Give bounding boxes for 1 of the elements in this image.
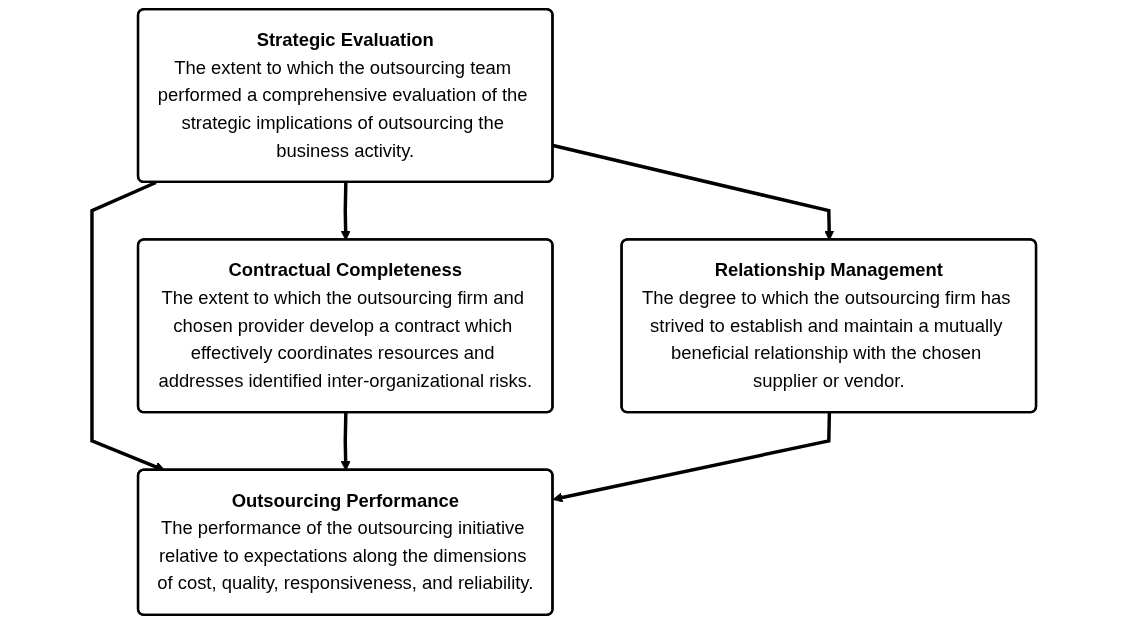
arrow [552,412,832,503]
